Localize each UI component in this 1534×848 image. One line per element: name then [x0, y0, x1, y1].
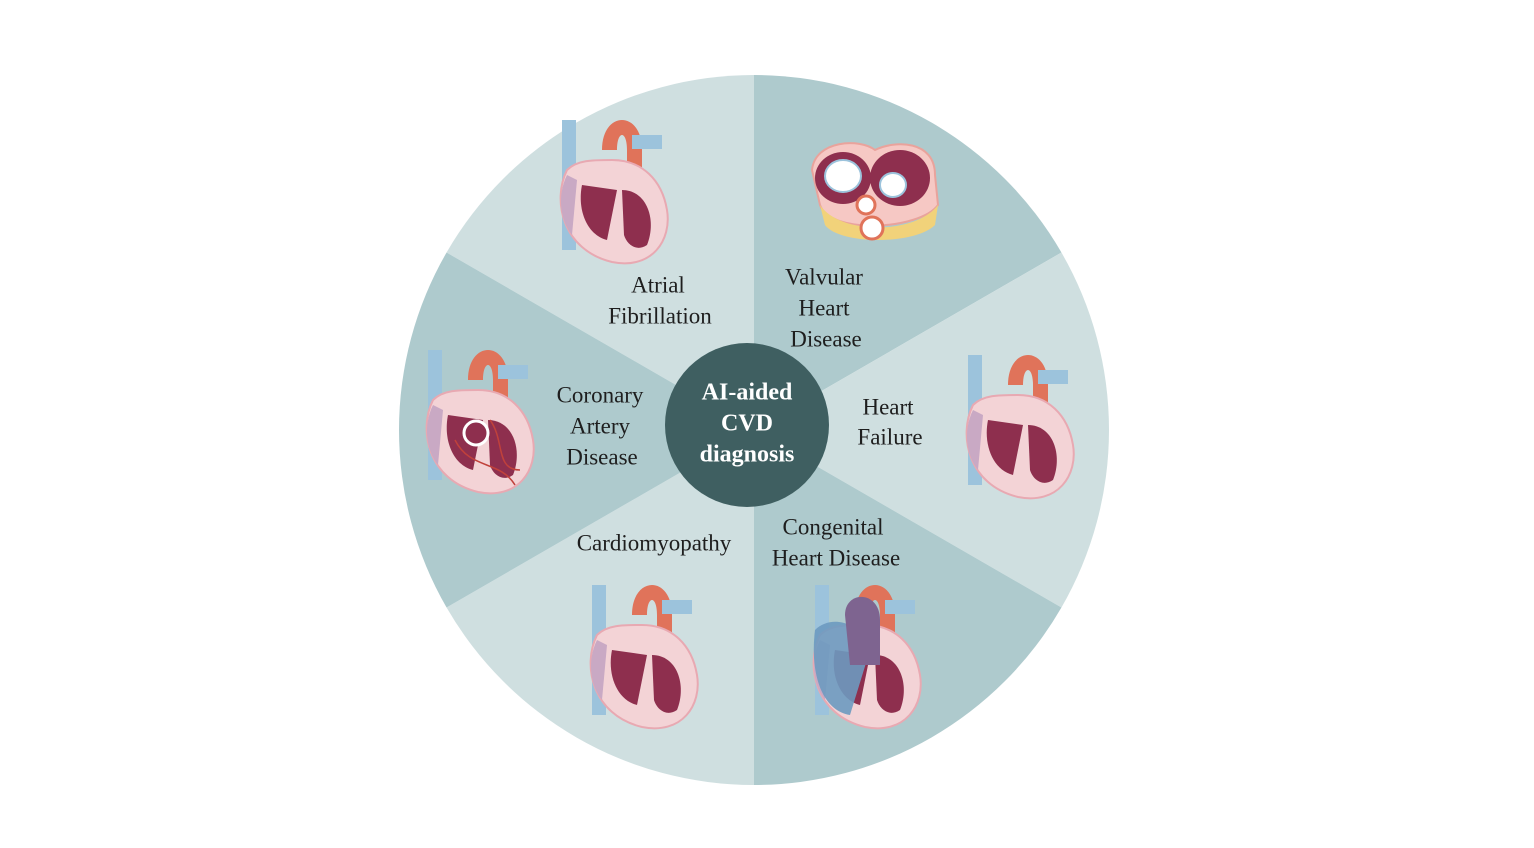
label-valvular-heart-disease: Valvular Heart Disease [785, 264, 863, 351]
center-title-line-1: AI-aided [702, 380, 793, 406]
label-line: Disease [566, 444, 638, 469]
label-line: Cardiomyopathy [577, 530, 732, 555]
center-title-line-2: CVD [721, 411, 773, 437]
label-cardiomyopathy: Cardiomyopathy [577, 530, 732, 555]
label-line: Disease [790, 326, 862, 351]
label-line: Fibrillation [608, 303, 712, 328]
label-heart-failure: Heart Failure [857, 394, 922, 449]
center-title-line-3: diagnosis [700, 442, 795, 468]
label-line: Heart [862, 394, 914, 419]
congenital-heart-illustration [812, 584, 922, 730]
label-line: Failure [857, 424, 922, 449]
label-line: Heart Disease [772, 545, 900, 570]
coronary-artery-heart-illustration [425, 349, 535, 495]
label-line: Coronary [557, 382, 644, 407]
label-line: Valvular [785, 264, 863, 289]
label-atrial-fibrillation: Atrial Fibrillation [608, 272, 712, 328]
center-circle [665, 343, 829, 507]
valvular-heart-illustration [810, 142, 940, 241]
label-line: Heart [798, 295, 850, 320]
label-line: Artery [570, 413, 631, 438]
label-coronary-artery-disease: Coronary Artery Disease [557, 382, 644, 469]
sector-heart-failure [754, 252, 1109, 608]
label-line: Congenital [783, 514, 884, 539]
sector-coronary-artery-disease [398, 252, 754, 608]
label-congenital-heart-disease: Congenital Heart Disease [772, 514, 900, 570]
label-line: Atrial [631, 272, 685, 297]
